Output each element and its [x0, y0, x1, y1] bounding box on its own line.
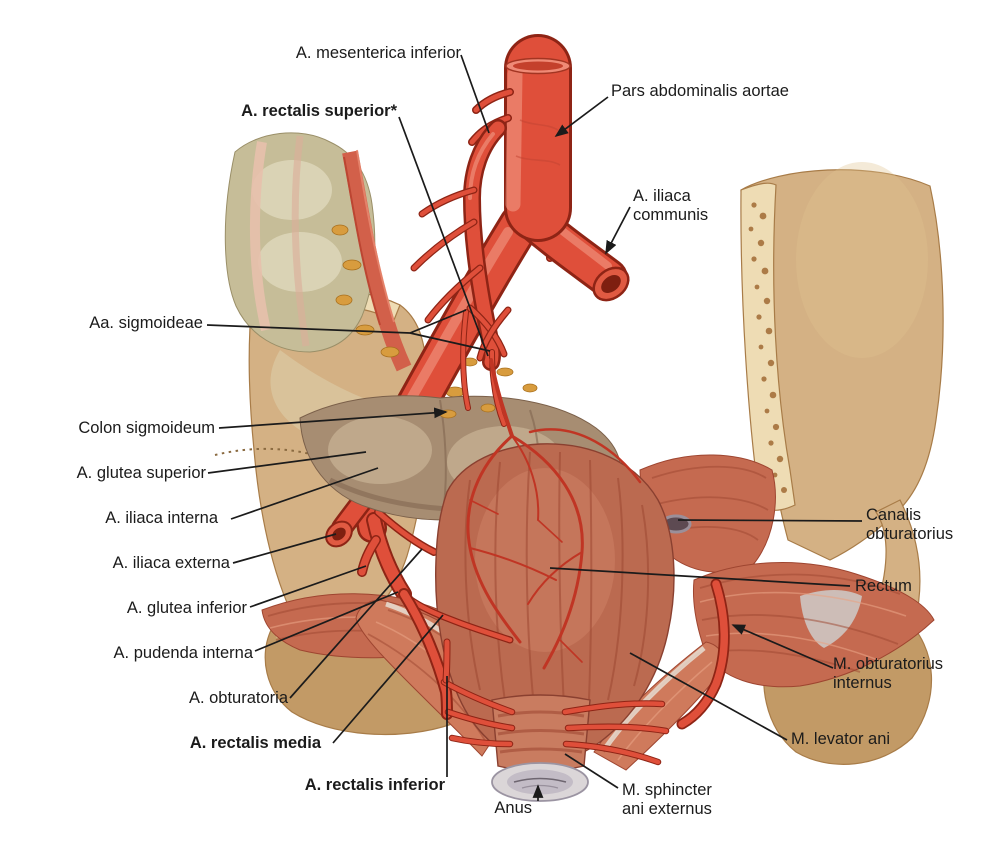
label-m-obturatorius-internus: M. obturatorius internus	[833, 655, 944, 693]
label-a-rectalis-media: A. rectalis media	[189, 734, 321, 752]
label-a-rectalis-superior: A. rectalis superior*	[241, 102, 397, 120]
label-a-iliaca-interna: A. iliaca interna	[105, 509, 218, 527]
label-a-rectalis-inferior: A. rectalis inferior	[304, 776, 445, 794]
label-a-obturatoria: A. obturatoria	[188, 689, 288, 707]
label-m-levator-ani: M. levator ani	[791, 730, 891, 748]
label-m-sphincter-ani-externus: M. sphincter ani externus	[622, 781, 712, 819]
label-canalis-obturatorius: Canalis obturatorius	[866, 506, 954, 544]
label-a-pudenda-interna: A. pudenda interna	[113, 644, 253, 662]
label-a-mesenterica-inferior: A. mesenterica inferior	[295, 44, 461, 62]
label-anus: Anus	[494, 799, 532, 817]
label-a-glutea-inferior: A. glutea inferior	[126, 599, 247, 617]
label-colon-sigmoideum: Colon sigmoideum	[78, 419, 215, 437]
label-a-iliaca-externa: A. iliaca externa	[112, 554, 230, 572]
aorta-and-branches	[410, 34, 630, 427]
spongy-bone-texture	[748, 202, 787, 493]
label-aa-sigmoideae: Aa. sigmoideae	[89, 314, 203, 332]
label-rectum: Rectum	[855, 577, 912, 595]
rectum-body	[435, 443, 675, 772]
label-pars-abdominalis-aortae: Pars abdominalis aortae	[611, 82, 789, 100]
anus-opening	[491, 762, 589, 802]
pelvic-bones	[214, 162, 944, 765]
leader-lines	[206, 54, 863, 801]
label-a-glutea-superior: A. glutea superior	[76, 464, 206, 482]
sigmoid-colon-loop	[224, 132, 538, 434]
label-a-iliaca-communis: A. iliaca communis	[633, 187, 709, 225]
